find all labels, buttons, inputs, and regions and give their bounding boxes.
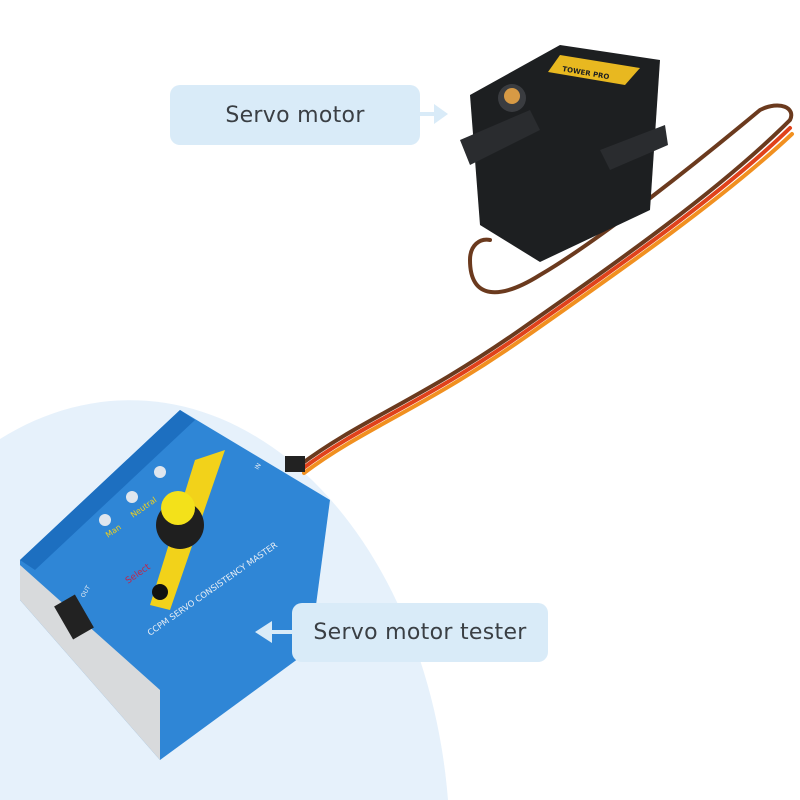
out-connector [54, 594, 94, 640]
led-auto [154, 466, 166, 478]
led-neutral [126, 491, 138, 503]
servo-motor-tester-label: Servo motor tester [292, 603, 548, 662]
servo-motor: TOWER PRO [460, 45, 668, 262]
servo-cable [298, 103, 794, 475]
print-in: IN [254, 462, 263, 471]
servo-tester: OUT IN Man Neutral Select CCPM SERVO CON… [20, 410, 330, 760]
select-button [152, 584, 168, 600]
servo-horn-gear [504, 88, 520, 104]
in-connector [285, 456, 305, 472]
led-man [99, 514, 111, 526]
arrow-to-tester-icon [255, 621, 292, 643]
servo-motor-label: Servo motor [170, 85, 420, 145]
arrow-to-servo-icon [420, 104, 448, 124]
